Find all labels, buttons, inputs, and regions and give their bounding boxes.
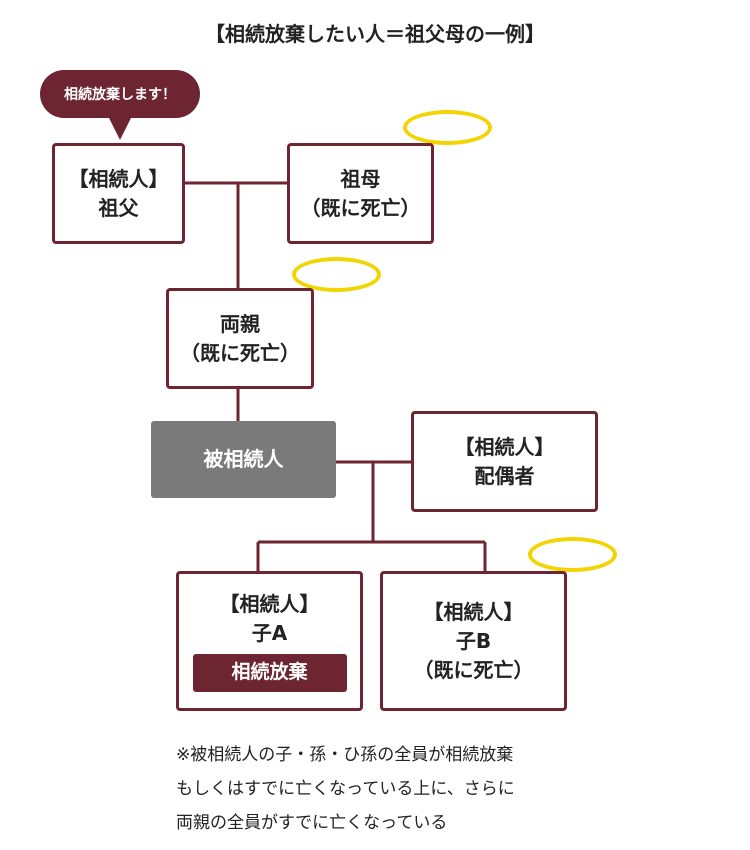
- renounce-badge: 相続放棄: [192, 654, 347, 692]
- spouse-name: 配偶者: [474, 463, 535, 488]
- grandfather-name: 祖父: [98, 195, 139, 220]
- parents-box: 両親 （既に死亡）: [166, 288, 314, 389]
- grandmother-status: （既に死亡）: [300, 195, 421, 220]
- footnote-line-1: ※被相続人の子・孫・ひ孫の全員が相続放棄: [176, 745, 514, 765]
- child-a-role: 【相続人】: [219, 592, 320, 616]
- grandmother-name: 祖母: [340, 166, 381, 191]
- footnote-line-3: 両親の全員がすでに亡くなっている: [176, 813, 448, 833]
- child-a-box: 【相続人】 子A 相続放棄: [176, 571, 363, 711]
- child-b-status: （既に死亡）: [413, 657, 534, 682]
- child-b-halo-icon: [528, 537, 617, 572]
- grandmother-halo-icon: [403, 110, 492, 145]
- child-b-role: 【相続人】: [423, 599, 524, 624]
- grandfather-box: 【相続人】 祖父: [52, 143, 185, 244]
- bubble-text: 相続放棄します！: [64, 87, 176, 103]
- child-a-name: 子A: [251, 621, 288, 645]
- spouse-role: 【相続人】: [454, 434, 555, 459]
- spouse-box: 【相続人】 配偶者: [411, 411, 598, 512]
- diagram-title: 【相続放棄したい人＝祖父母の一例】: [205, 22, 545, 46]
- decedent-name: 被相続人: [203, 447, 284, 471]
- decedent-box: 被相続人: [151, 421, 336, 498]
- parents-name: 両親: [220, 311, 260, 336]
- parents-halo-icon: [292, 257, 381, 292]
- child-b-box: 【相続人】 子B （既に死亡）: [380, 571, 567, 711]
- child-b-name: 子B: [455, 628, 492, 653]
- renounce-badge-label: 相続放棄: [231, 661, 308, 684]
- grandfather-role: 【相続人】: [68, 166, 169, 191]
- renounce-speech-bubble: 相続放棄します！: [40, 70, 200, 118]
- footnote: ※被相続人の子・孫・ひ孫の全員が相続放棄 もしくはすでに亡くなっている上に、さら…: [176, 738, 736, 840]
- speech-bubble-tail: [108, 116, 132, 140]
- parents-status: （既に死亡）: [180, 340, 300, 365]
- footnote-line-2: もしくはすでに亡くなっている上に、さらに: [176, 779, 515, 799]
- grandmother-box: 祖母 （既に死亡）: [287, 143, 434, 244]
